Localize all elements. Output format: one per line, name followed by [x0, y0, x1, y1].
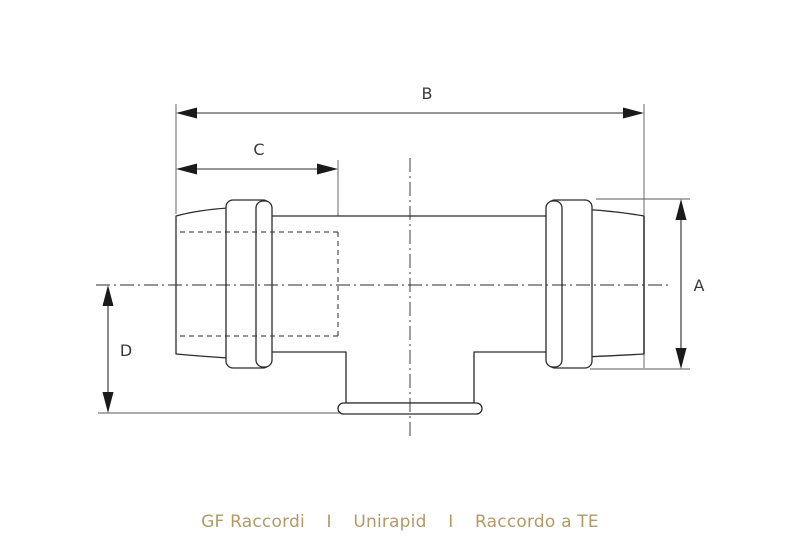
tee-fitting-drawing: B C A D	[96, 84, 705, 440]
caption-separator-2: I	[448, 512, 454, 532]
dimension-b: B	[176, 84, 644, 119]
dimension-label-b: B	[422, 84, 433, 103]
dimension-label-c: C	[253, 140, 264, 159]
caption-product: Raccordo a TE	[475, 512, 599, 532]
dimension-label-d: D	[120, 341, 132, 360]
caption: GF Raccordi I Unirapid I Raccordo a TE	[0, 512, 800, 532]
caption-separator-1: I	[326, 512, 332, 532]
dimension-d: D	[102, 285, 132, 413]
caption-product-line: Unirapid	[353, 512, 427, 532]
dimension-c: C	[176, 140, 338, 175]
dimension-a: A	[675, 199, 705, 369]
dimension-label-a: A	[694, 276, 705, 295]
caption-brand: GF Raccordi	[201, 512, 305, 532]
